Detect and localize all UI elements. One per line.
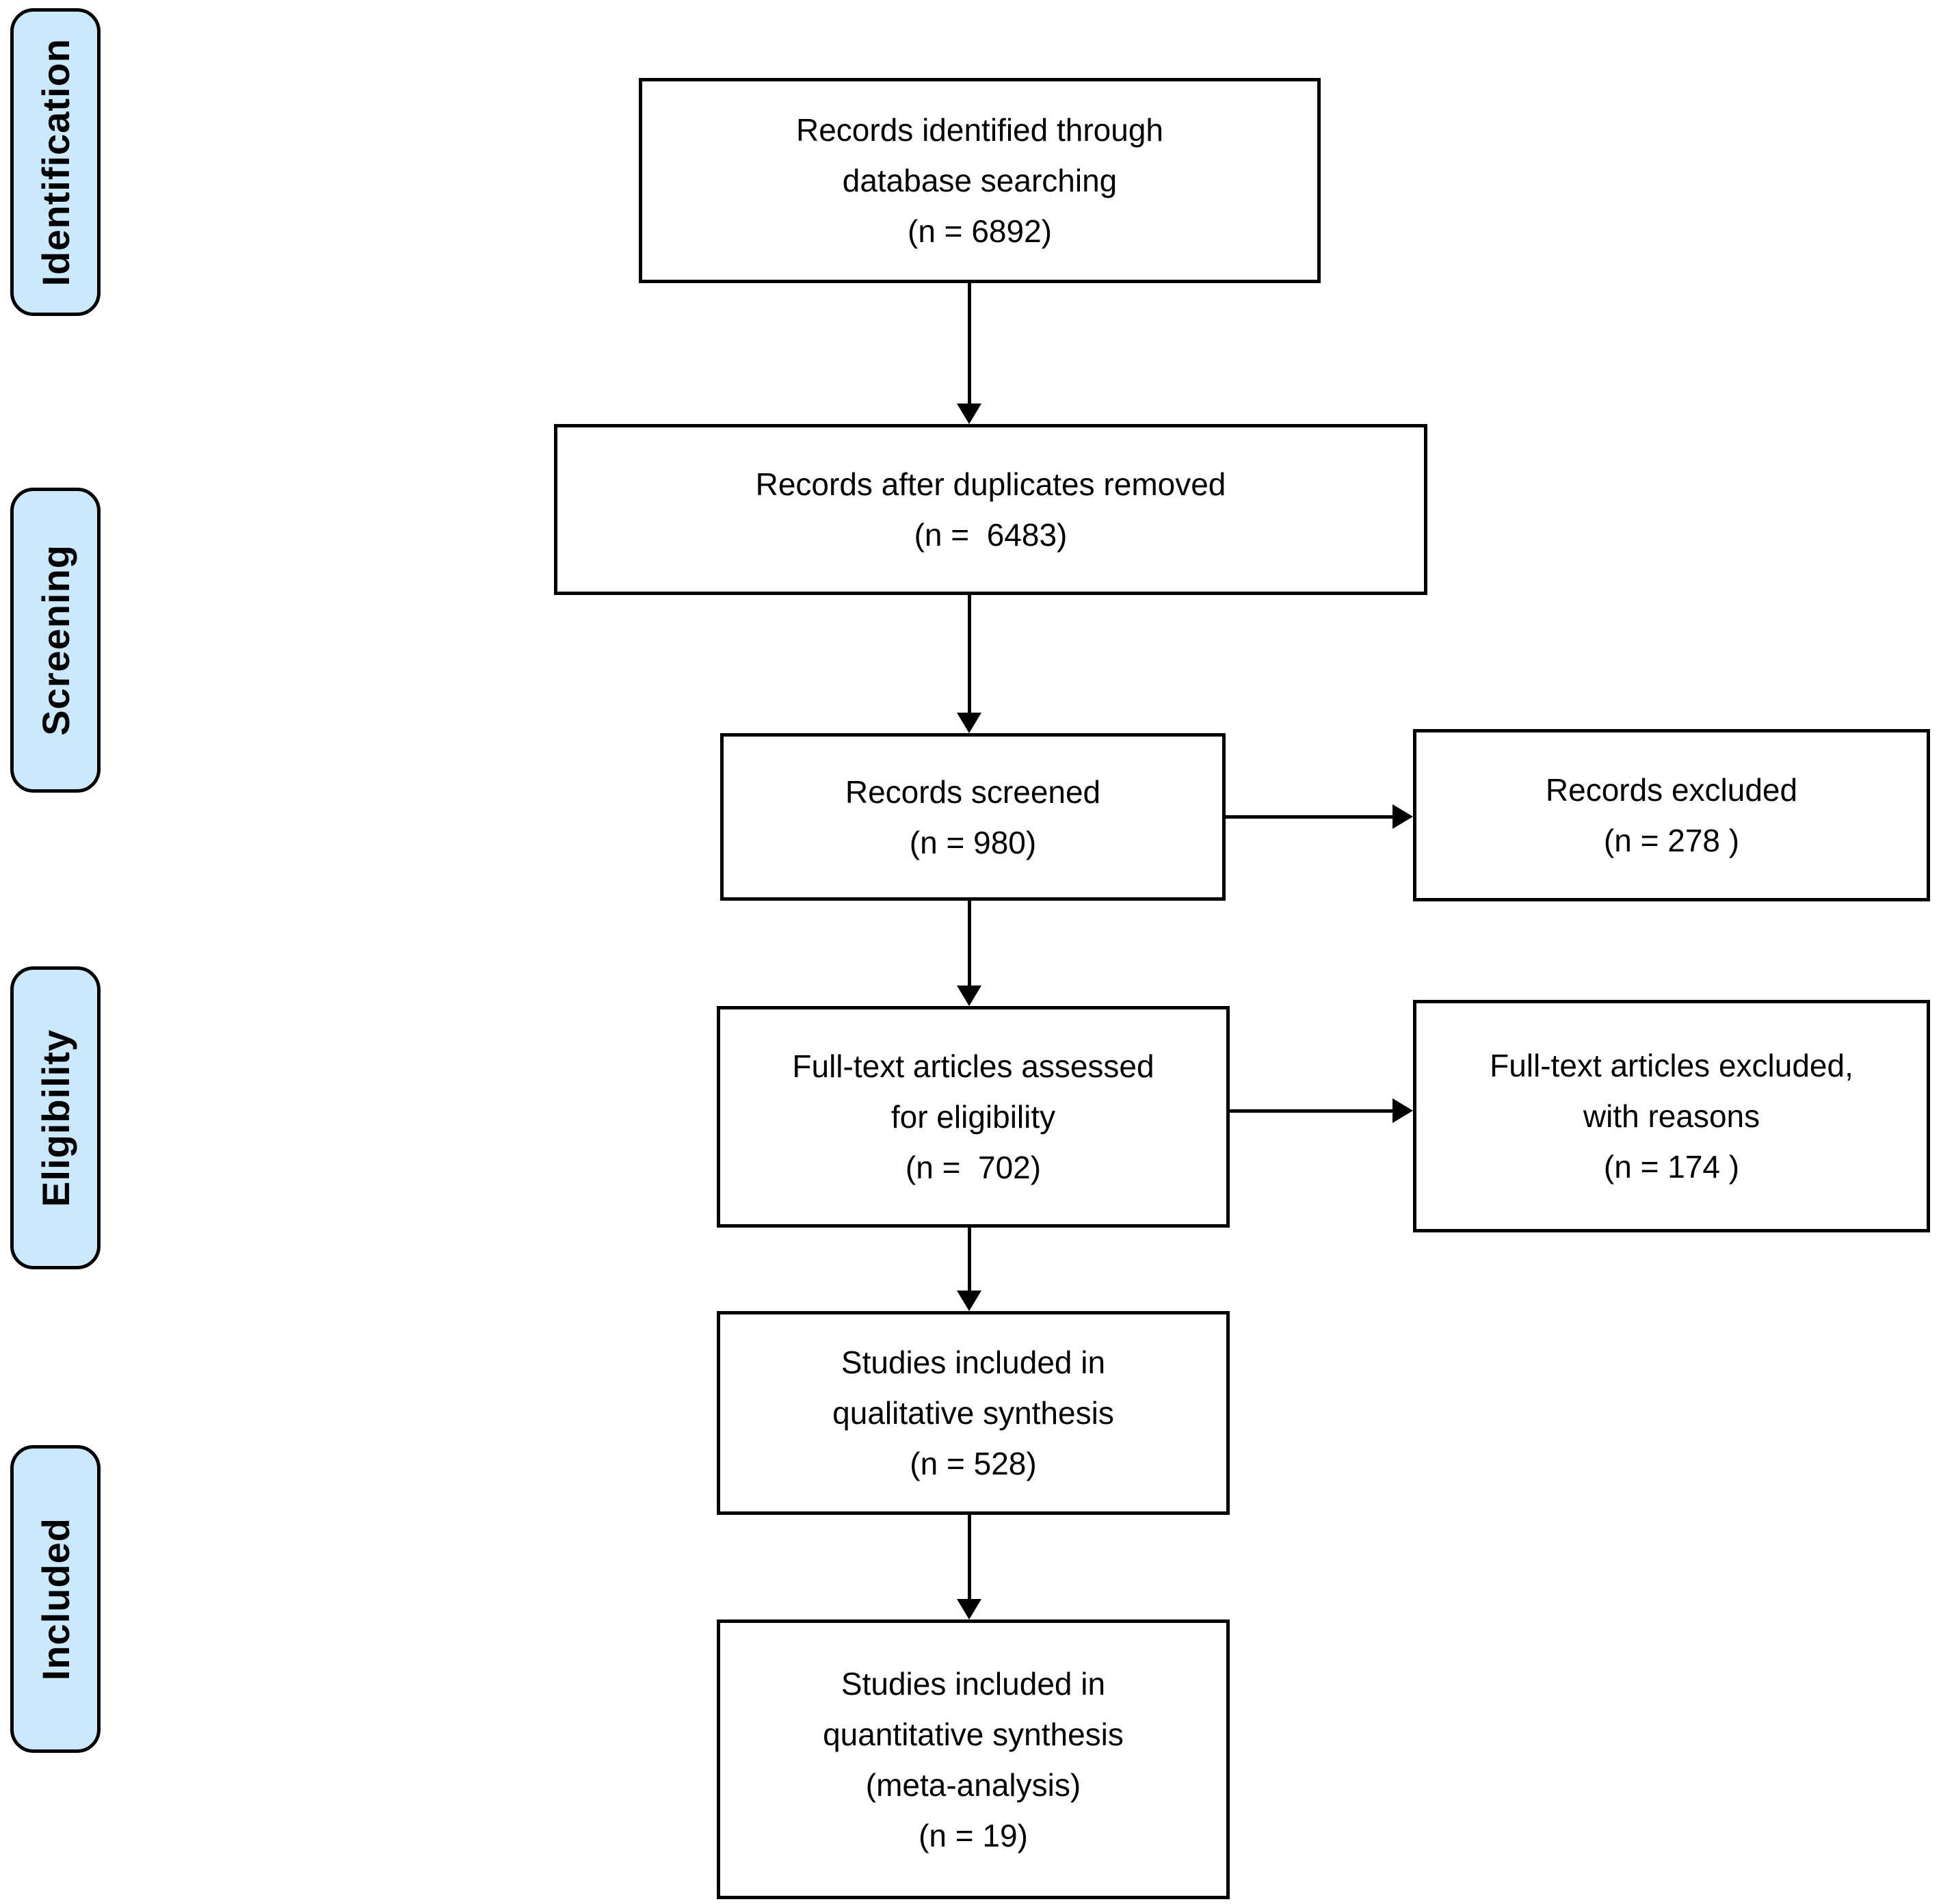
arrow-screened-to-excluded	[1226, 804, 1413, 829]
stage-eligibility: Eligibility	[10, 966, 101, 1269]
stage-eligibility-label: Eligibility	[34, 1029, 77, 1207]
text-line: quantitative synthesis	[823, 1716, 1124, 1752]
box-records-excluded: Records excluded (n = 278 )	[1413, 729, 1930, 901]
arrow-shaft	[967, 901, 971, 986]
text-line: with reasons	[1583, 1098, 1760, 1134]
arrow-shaft	[967, 1515, 971, 1599]
box-fulltext-assessed: Full-text articles assessed for eligibili…	[717, 1006, 1230, 1228]
text-line: (n = 278 )	[1603, 823, 1740, 858]
text-line: Records identified through	[796, 112, 1163, 148]
arrow-down-icon	[957, 1599, 981, 1619]
text-line: (meta-analysis)	[865, 1767, 1081, 1803]
stage-screening-label: Screening	[34, 544, 77, 736]
arrow-shaft	[967, 1228, 971, 1291]
box-fulltext-excluded: Full-text articles excluded, with reasons…	[1413, 1000, 1930, 1232]
arrow-down-icon	[957, 404, 981, 424]
arrow-fulltext-to-fulltext-excluded	[1230, 1098, 1413, 1123]
arrow-down-icon	[957, 1291, 981, 1311]
text-line: (n = 174 )	[1603, 1149, 1740, 1185]
arrow-down-icon	[957, 986, 981, 1006]
arrow-right-icon	[1392, 804, 1413, 829]
stage-identification-label: Identification	[34, 38, 77, 287]
text-line: Studies included in	[841, 1665, 1106, 1702]
arrow-identified-to-duplicates	[957, 283, 981, 424]
text-line: (n = 19)	[919, 1817, 1028, 1853]
text-line: (n = 6892)	[908, 213, 1052, 249]
arrow-duplicates-to-screened	[957, 595, 981, 733]
box-quantitative-synthesis: Studies included in quantitative synthesi…	[717, 1619, 1230, 1899]
arrow-shaft	[967, 595, 971, 713]
text-line: Records excluded	[1545, 772, 1798, 808]
text-line: (n = 6483)	[914, 517, 1068, 553]
text-line: database searching	[842, 163, 1118, 198]
text-line: (n = 980)	[909, 824, 1037, 860]
text-line: Records screened	[845, 774, 1101, 810]
arrow-shaft	[967, 283, 971, 404]
text-line: Full-text articles excluded,	[1490, 1048, 1853, 1083]
box-duplicates-removed: Records after duplicates removed (n = 648…	[554, 424, 1427, 595]
text-line: Studies included in	[841, 1345, 1106, 1380]
stage-screening: Screening	[10, 488, 101, 793]
arrow-down-icon	[957, 713, 981, 733]
arrow-shaft	[1230, 1109, 1392, 1113]
text-line: Full-text articles assessed	[792, 1048, 1154, 1084]
text-line: Records after duplicates removed	[755, 466, 1226, 502]
text-line: for eligibility	[890, 1099, 1056, 1135]
stage-included-label: Included	[34, 1517, 77, 1681]
box-records-screened: Records screened (n = 980)	[720, 733, 1226, 901]
text-line: (n = 702)	[905, 1150, 1042, 1185]
text-line: (n = 528)	[910, 1446, 1037, 1481]
box-records-identified: Records identified through database searc…	[639, 78, 1321, 283]
box-qualitative-synthesis: Studies included in qualitative synthesis…	[717, 1311, 1230, 1515]
text-line: qualitative synthesis	[832, 1395, 1114, 1431]
arrow-shaft	[1226, 815, 1392, 819]
arrow-right-icon	[1392, 1098, 1413, 1123]
stage-identification: Identification	[10, 8, 101, 316]
arrow-qualitative-to-quantitative	[957, 1515, 981, 1619]
stage-included: Included	[10, 1445, 101, 1753]
arrow-fulltext-to-qualitative	[957, 1228, 981, 1311]
arrow-screened-to-fulltext	[957, 901, 981, 1006]
